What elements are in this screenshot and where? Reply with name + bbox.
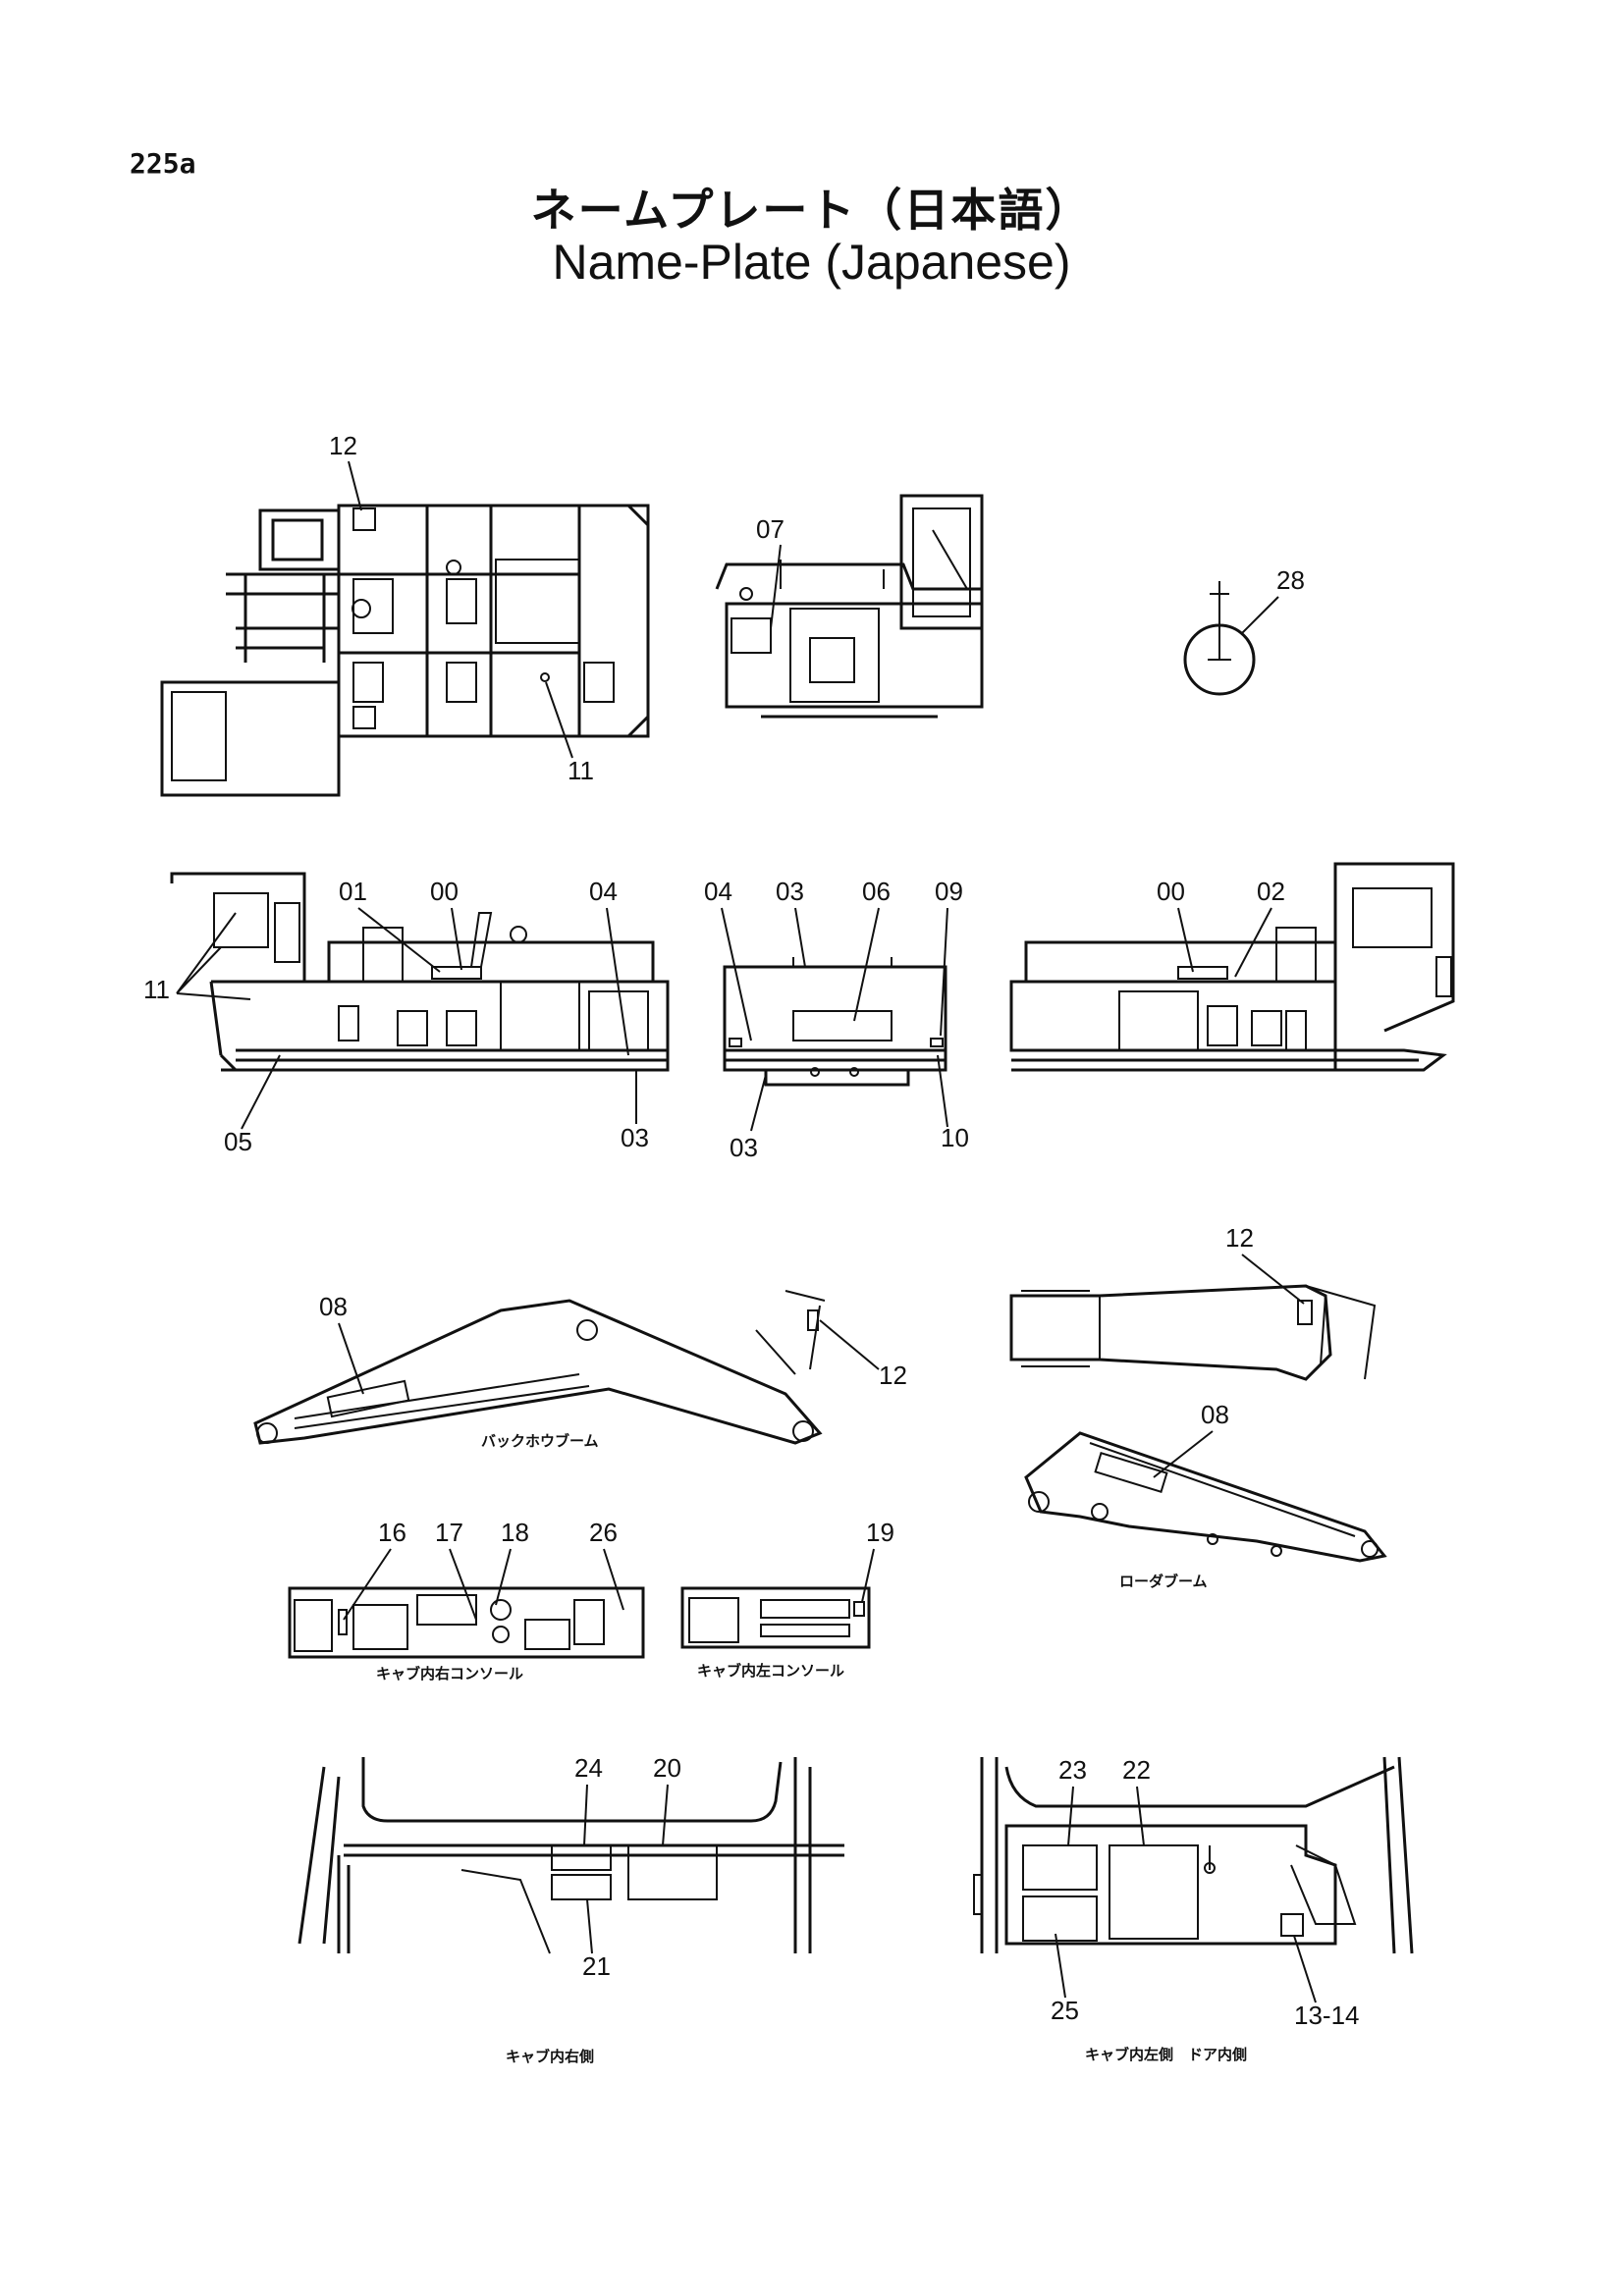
callout-00-side-left: 00 [430, 877, 459, 906]
caption-right-console: キャブ内右コンソール [376, 1665, 523, 1682]
boom-tip-detail [755, 1290, 826, 1375]
callout-17: 17 [435, 1518, 463, 1547]
left-console-drawing [680, 1586, 871, 1649]
machine-rear-view [715, 494, 984, 719]
callout-02-side-right: 02 [1257, 877, 1285, 906]
machine-rear-detail-view [723, 957, 947, 1087]
callout-12-arm: 12 [1225, 1223, 1254, 1253]
callout-18: 18 [501, 1518, 529, 1547]
callout-22: 22 [1122, 1755, 1151, 1785]
callout-03-rear-bottom: 03 [730, 1133, 758, 1162]
callout-03-side-left: 03 [621, 1123, 649, 1152]
callout-19: 19 [866, 1518, 894, 1547]
machine-right-side-view [1009, 862, 1455, 1072]
callout-16: 16 [378, 1518, 406, 1547]
backhoe-boom-drawing [253, 1299, 823, 1445]
callout-13-14: 13-14 [1294, 2001, 1360, 2030]
callout-11-side-left: 11 [143, 975, 170, 1004]
machine-left-side-view [170, 872, 670, 1072]
callout-12-top-left: 12 [329, 431, 357, 460]
callout-21: 21 [582, 1951, 611, 1981]
callout-06-rear: 06 [862, 877, 891, 906]
caption-cab-right-side: キャブ内右側 [506, 2048, 594, 2065]
callout-25: 25 [1051, 1996, 1079, 2025]
cab-interior-left-drawing [973, 1756, 1414, 1954]
callout-28: 28 [1276, 565, 1305, 595]
callout-26: 26 [589, 1518, 618, 1547]
machine-top-view [160, 504, 650, 797]
callout-01-side-left: 01 [339, 877, 367, 906]
caption-cab-left-side: キャブ内左側 ドア内側 [1085, 2046, 1247, 2063]
callout-03-rear-top: 03 [776, 877, 804, 906]
callout-20: 20 [653, 1753, 681, 1783]
caption-loader-boom: ローダブーム [1119, 1573, 1208, 1590]
caption-left-console: キャブ内左コンソール [697, 1662, 844, 1680]
callout-08-backhoe-boom: 08 [319, 1292, 348, 1321]
caption-backhoe-boom: バックホウブーム [481, 1432, 599, 1450]
arm-top-view [1009, 1284, 1377, 1381]
callout-12-boom-tip: 12 [879, 1361, 907, 1390]
callout-04-side-left: 04 [589, 877, 618, 906]
callout-05-side-left: 05 [224, 1127, 252, 1156]
loader-boom-drawing [1024, 1431, 1387, 1563]
page-title-english: Name-Plate (Japanese) [552, 235, 1071, 290]
callout-23: 23 [1058, 1755, 1087, 1785]
page-number: 225a [130, 147, 196, 180]
callout-04-rear: 04 [704, 877, 732, 906]
right-console-drawing [288, 1586, 645, 1659]
cab-interior-right-drawing [298, 1757, 844, 1954]
callout-00-side-right: 00 [1157, 877, 1185, 906]
callout-24: 24 [574, 1753, 603, 1783]
callout-10-rear: 10 [941, 1123, 969, 1152]
seal-plate [1183, 581, 1256, 696]
callout-11-top-left: 11 [568, 756, 594, 785]
callout-09-rear: 09 [935, 877, 963, 906]
page-title-japanese: ネームプレート（日本語） [530, 184, 1093, 237]
callout-07: 07 [756, 514, 784, 544]
callout-08-loader-boom: 08 [1201, 1400, 1229, 1429]
